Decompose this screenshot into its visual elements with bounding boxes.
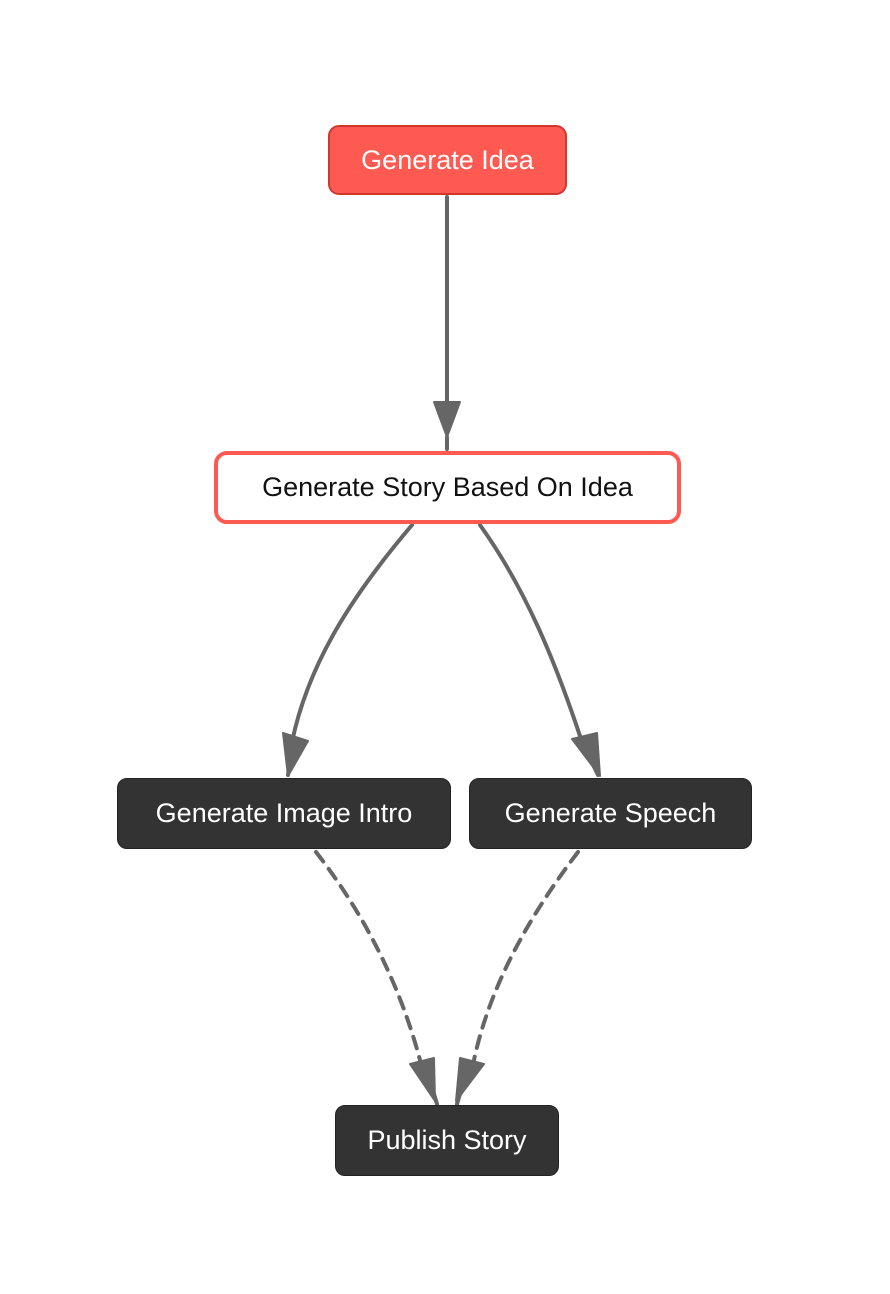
node-publish-story[interactable]: Publish Story [335,1105,559,1176]
node-publish-story-label: Publish Story [367,1125,527,1155]
edge-story-to-speech [478,523,600,777]
arrowhead-publish-left [409,1057,436,1102]
arrowhead-story [433,401,461,438]
node-generate-image-intro[interactable]: Generate Image Intro [117,778,451,849]
node-generate-story[interactable]: Generate Story Based On Idea [214,451,681,524]
node-generate-story-label: Generate Story Based On Idea [262,472,633,502]
arrowhead-publish-right [455,1057,485,1102]
node-generate-image-intro-label: Generate Image Intro [155,798,413,828]
node-generate-idea[interactable]: Generate Idea [328,125,567,195]
edge-speech-to-publish [472,850,580,1062]
edge-story-to-image-intro [286,523,414,777]
node-generate-idea-label: Generate Idea [361,144,534,175]
edge-image-intro-to-publish [314,850,422,1062]
node-generate-speech[interactable]: Generate Speech [469,778,752,849]
arrowhead-speech [571,732,601,777]
arrowhead-image-intro [282,732,309,777]
node-generate-speech-label: Generate Speech [504,798,717,828]
